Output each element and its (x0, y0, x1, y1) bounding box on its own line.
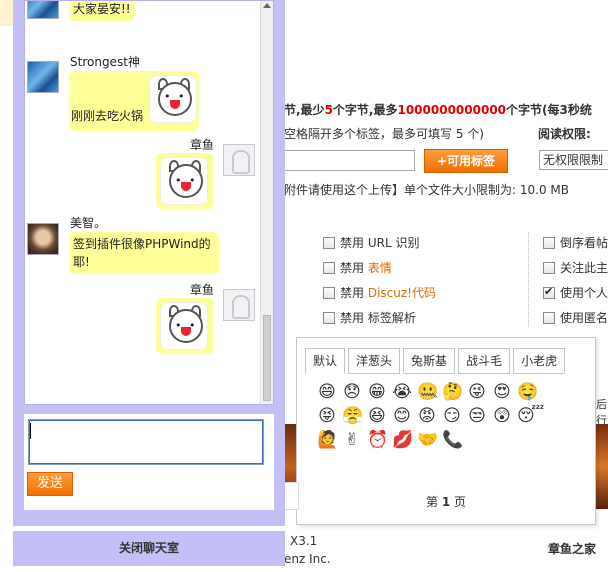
footer-version: X3.1 (290, 534, 318, 548)
sticker-image (149, 75, 197, 123)
grin-icon[interactable]: 😁 (368, 382, 386, 402)
message-text: 签到插件很像PHPWind的耶! (73, 237, 211, 269)
send-button[interactable]: 发送 (27, 472, 73, 496)
tag-input[interactable] (280, 150, 415, 171)
chat-username[interactable]: 章鱼 (190, 283, 215, 297)
available-tags-button[interactable]: +可用标签 (424, 149, 508, 173)
smiley-popup: 默认 洋葱头 兔斯基 战斗毛 小老虎 😄 😞 😁 😭🤐🤔😜 😍 🤤 😝 😤😆 😊 😡 😏 😒 😲 😴 🙋✌ ⏰… (296, 337, 596, 525)
checkbox[interactable] (323, 236, 335, 249)
hmm-icon[interactable]: 🤔 (442, 382, 464, 402)
option-reverse-order[interactable]: 倒序看帖 (543, 234, 608, 251)
checkbox[interactable] (323, 286, 335, 299)
message-bubble (156, 153, 214, 209)
option-use-personal[interactable]: 使用个人 (543, 284, 608, 301)
attachment-hint: 附件请使用这个上传】单个文件大小限制为: 10.0 MB (284, 183, 569, 197)
avatar[interactable] (223, 289, 255, 321)
annoyed-icon[interactable]: 😒 (468, 406, 486, 426)
option-anonymous[interactable]: 使用匿名 (543, 309, 608, 326)
naughty-icon[interactable]: 😝 (318, 406, 336, 426)
phone-icon[interactable]: 📞 (442, 430, 464, 450)
message-bubble: 大家晏安!! (69, 1, 135, 21)
scroll-thumb[interactable] (263, 315, 271, 401)
chat-scrollbar[interactable] (260, 1, 273, 404)
checkbox[interactable] (543, 261, 555, 274)
chat-message-list: 大家晏安!! Strongest神 刚刚去吃火锅 章鱼 美智。 签到插件很像PH… (24, 0, 274, 405)
chat-username[interactable]: Strongest神 (70, 55, 140, 69)
sticker-image (160, 302, 208, 350)
message-text: 刚刚去吃火锅 (71, 109, 144, 123)
clock-icon[interactable]: ⏰ (367, 430, 389, 450)
happy-icon[interactable]: 😊 (393, 406, 411, 426)
footer-company: enz Inc. (284, 552, 331, 566)
text-caret (30, 423, 31, 439)
sad-icon[interactable]: 😞 (343, 382, 361, 402)
read-permission-label: 阅读权限: (538, 127, 591, 141)
options-divider (528, 232, 529, 327)
read-permission-select[interactable]: 无权限限制 (539, 150, 608, 170)
scroll-up-arrow-icon[interactable] (263, 3, 271, 8)
side-text-fragment: 后行 (596, 398, 607, 427)
message-bubble (156, 298, 214, 354)
tab-onion[interactable]: 洋葱头 (348, 348, 401, 374)
close-chat-room-button[interactable]: 关闭聊天室 (13, 531, 285, 566)
wave-icon[interactable]: 🙋 (317, 430, 339, 450)
angry-icon[interactable]: 😡 (418, 406, 436, 426)
handshake-icon[interactable]: 🤝 (417, 430, 439, 450)
chat-input-area: 发送 (24, 414, 274, 510)
checkbox-checked[interactable] (543, 285, 555, 299)
smile-icon[interactable]: 😄 (318, 382, 336, 402)
smiley-tabs: 默认 洋葱头 兔斯基 战斗毛 小老虎 (305, 348, 566, 374)
tab-battle-mao[interactable]: 战斗毛 (458, 348, 511, 374)
victory-icon[interactable]: ✌ (344, 430, 360, 450)
chat-username[interactable]: 美智。 (70, 216, 107, 230)
smiley-grid: 😄 😞 😁 😭🤐🤔😜 😍 🤤 😝 😤😆 😊 😡 😏 😒 😲 😴 🙋✌ ⏰💋🤝📞 (317, 382, 557, 450)
option-disable-smilies[interactable]: 禁用 表情 (323, 259, 392, 276)
tab-tuzki[interactable]: 兔斯基 (403, 348, 456, 374)
footer-site-name[interactable]: 章鱼之家 (548, 542, 597, 556)
tab-little-tiger[interactable]: 小老虎 (513, 348, 566, 374)
chat-username[interactable]: 章鱼 (190, 138, 215, 152)
tag-hint: 空格隔开多个标签，最多可填写 5 个) (284, 127, 484, 141)
avatar[interactable] (27, 61, 59, 93)
laugh-icon[interactable]: 😆 (368, 406, 386, 426)
option-disable-discuz-code[interactable]: 禁用 Discuz!代码 (323, 284, 436, 301)
drool-icon[interactable]: 🤤 (517, 382, 539, 402)
sleepy-icon[interactable]: 😴 (517, 406, 545, 426)
tab-default[interactable]: 默认 (305, 348, 346, 374)
option-disable-url[interactable]: 禁用 URL 识别 (323, 234, 419, 251)
smirk-icon[interactable]: 😏 (443, 406, 461, 426)
avatar[interactable] (223, 144, 255, 176)
shocked-icon[interactable]: 😲 (493, 406, 511, 426)
kiss-icon[interactable]: 💋 (392, 430, 414, 450)
chat-message-input[interactable] (28, 419, 264, 465)
sticker-image (160, 157, 208, 205)
avatar[interactable] (27, 223, 59, 255)
avatar[interactable] (27, 1, 59, 19)
checkbox[interactable] (323, 311, 335, 324)
checkbox[interactable] (543, 311, 555, 324)
page-number[interactable]: 1 (441, 495, 451, 509)
mute-icon[interactable]: 🤐 (417, 382, 439, 402)
option-disable-tag-parse[interactable]: 禁用 标签解析 (323, 309, 416, 326)
option-follow-thread[interactable]: 关注此主 (543, 259, 608, 276)
huff-icon[interactable]: 😤 (342, 406, 364, 426)
cry-icon[interactable]: 😭 (392, 382, 412, 402)
love-icon[interactable]: 😍 (493, 382, 511, 402)
banner-fragment (596, 424, 608, 509)
checkbox[interactable] (323, 261, 335, 274)
tongue-icon[interactable]: 😜 (468, 382, 486, 402)
checkbox[interactable] (543, 236, 555, 249)
smiley-pager: 第 1 页 (425, 495, 467, 509)
message-bubble: 签到插件很像PHPWind的耶! (69, 232, 219, 274)
length-limit-hint: 节,最少5个字节,最多1000000000000个字节(每3秒统 (284, 103, 592, 117)
